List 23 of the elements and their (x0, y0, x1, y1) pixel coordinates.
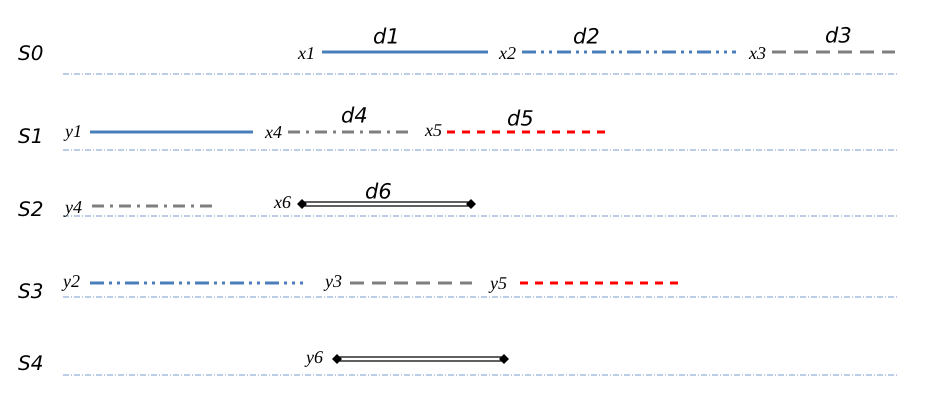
signal-name: S0 (18, 43, 44, 63)
duration-label: d4 (341, 106, 368, 126)
point-label: y1 (65, 122, 82, 140)
point-label: x2 (499, 44, 516, 62)
point-label: y3 (325, 272, 342, 290)
signal-name: S1 (18, 126, 44, 146)
point-label: y6 (306, 348, 323, 366)
point-label: x5 (425, 121, 442, 139)
signal-name: S2 (18, 199, 44, 219)
duration-label: d6 (365, 182, 392, 202)
point-label: y4 (65, 198, 82, 216)
signal-name: S3 (18, 281, 44, 301)
point-label: x4 (265, 123, 282, 141)
duration-label: d3 (825, 26, 852, 46)
point-label: x6 (274, 193, 291, 211)
point-label: x1 (298, 44, 315, 62)
duration-label: d5 (507, 108, 534, 130)
point-label: x3 (749, 44, 766, 62)
duration-label: d1 (373, 26, 400, 48)
point-label: y2 (63, 272, 80, 290)
point-label: y5 (490, 274, 507, 292)
duration-label: d2 (573, 26, 600, 48)
signal-name: S4 (18, 353, 44, 373)
